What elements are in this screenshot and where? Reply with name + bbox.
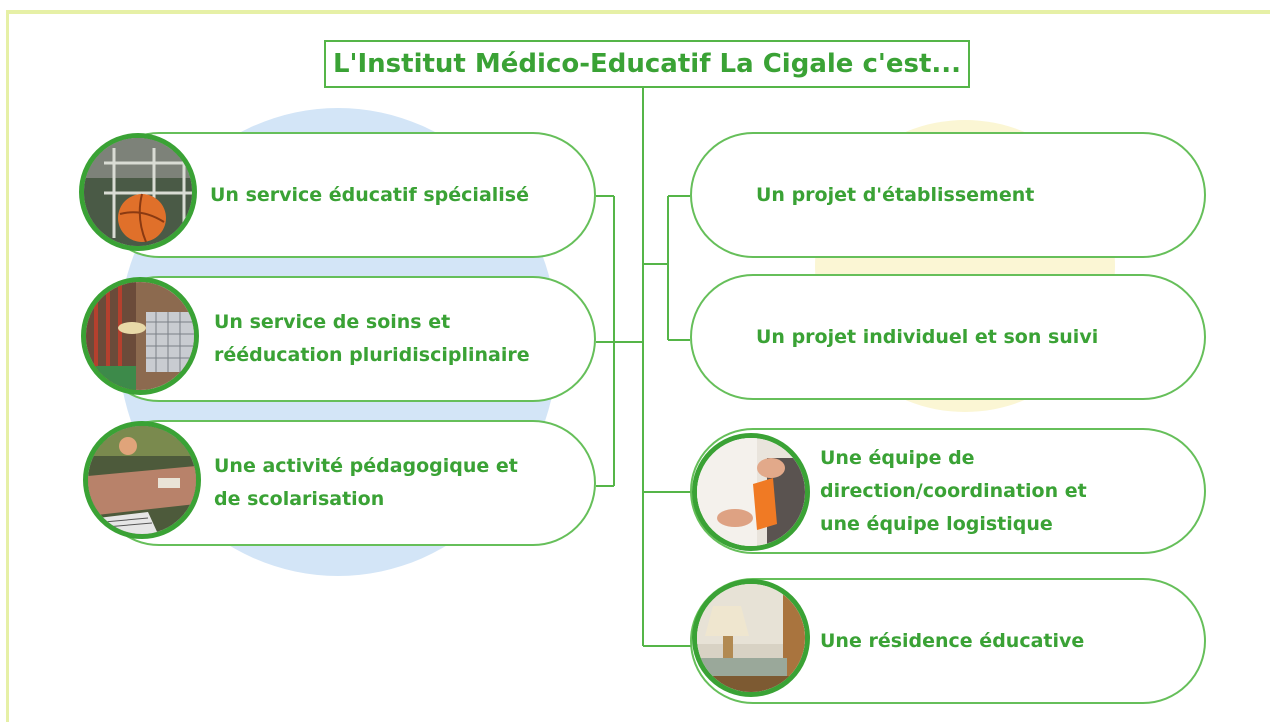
item-projet-individuel: Un projet individuel et son suivi [690, 274, 1206, 400]
residence-lamp-photo [692, 579, 810, 697]
item-projet-etablissement: Un projet d'établissement [690, 132, 1206, 258]
item-label: Un service de soins et rééducation pluri… [214, 311, 530, 366]
therapy-photo [81, 277, 199, 395]
item-label: Un projet individuel et son suivi [756, 325, 1099, 348]
page-frame [6, 10, 1270, 722]
item-label: Une résidence éducative [820, 629, 1085, 652]
page-title: L'Institut Médico-Educatif La Cigale c'e… [324, 40, 970, 88]
item-label: Un projet d'établissement [756, 183, 1035, 206]
item-label: Une équipe de direction/coordination et … [820, 446, 1087, 535]
staff-photo [692, 433, 810, 551]
item-label: Une activité pédagogique et de scolarisa… [214, 455, 518, 510]
classroom-photo [83, 421, 201, 539]
basketball-photo [79, 133, 197, 251]
item-label: Un service éducatif spécialisé [210, 183, 529, 206]
